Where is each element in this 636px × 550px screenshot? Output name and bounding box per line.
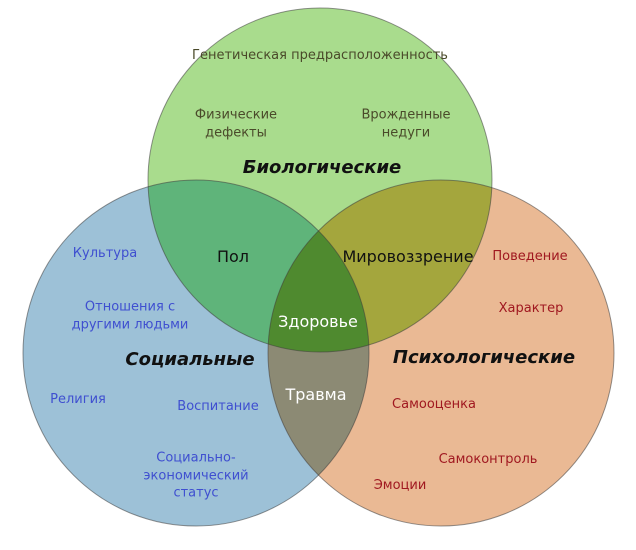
bio-item-physical: Физические дефекты [194,107,278,140]
social-item-relations: Отношения с другими людьми [71,299,189,332]
psy-item-self-esteem: Самооценка [392,397,476,413]
psy-item-behavior: Поведение [492,249,568,265]
social-item-religion: Религия [50,392,106,408]
social-item-upbringing: Воспитание [177,399,259,415]
bio-psychological-overlap [268,180,492,352]
social-item-socioeconomic: Социально-экономический статус [143,450,249,501]
social-item-culture: Культура [72,246,138,262]
bio-social-overlap [148,180,369,352]
psy-item-emotions: Эмоции [373,478,427,494]
overlap-label-trauma: Травма [285,385,347,405]
bio-item-congenital: Врожденные недуги [361,107,451,140]
overlap-label-worldview: Мировоззрение [342,247,474,267]
bio-item-genetic: Генетическая предрасположенность [192,48,448,64]
overlap-label-gender: Пол [216,247,250,267]
social-title: Социальные [125,348,255,370]
overlap-label-health: Здоровье [278,312,358,332]
psy-item-character: Характер [498,301,564,317]
psychological-title: Психологические [392,346,576,368]
biological-title: Биологические [242,156,402,178]
psy-item-self-control: Самоконтроль [438,452,538,468]
